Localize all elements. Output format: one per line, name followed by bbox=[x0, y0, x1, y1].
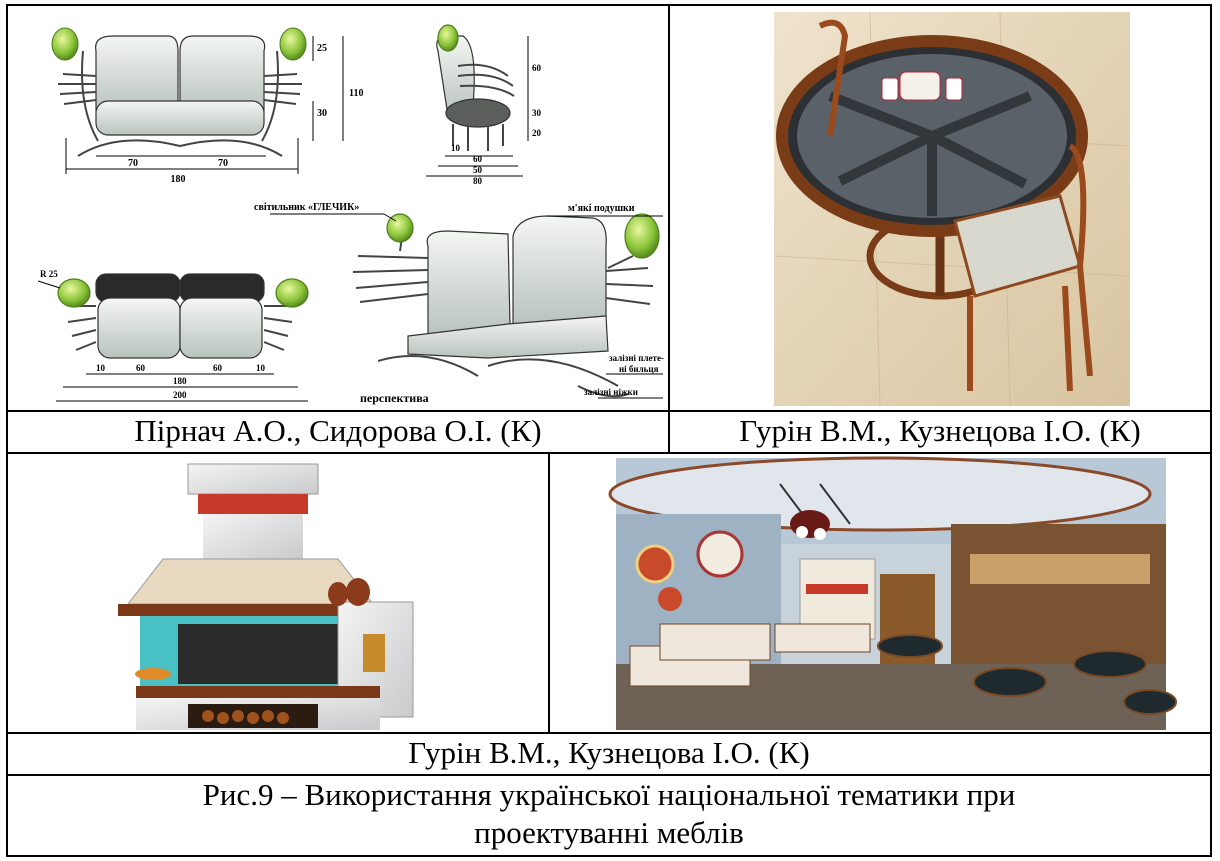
dim-side-60: 60 bbox=[532, 63, 542, 73]
dim-top-10a: 10 bbox=[96, 363, 106, 373]
perspective-view bbox=[352, 213, 660, 398]
caption-right: Гурін В.М., Кузнецова І.О. (К) bbox=[739, 413, 1141, 448]
dim-top-60b: 60 bbox=[213, 363, 223, 373]
label-lamp: світильник «ГЛЕЧИК» bbox=[254, 202, 359, 213]
dim-side-10: 10 bbox=[451, 143, 461, 153]
dim-top-10b: 10 bbox=[256, 363, 266, 373]
border-bottom bbox=[6, 855, 1212, 857]
label-cushions: м'які подушки bbox=[568, 203, 635, 214]
top-view bbox=[57, 273, 309, 359]
front-view bbox=[58, 35, 302, 157]
dim-top-60a: 60 bbox=[136, 363, 146, 373]
dim-side-30: 30 bbox=[532, 108, 542, 118]
dim-side-depth60: 60 bbox=[473, 154, 483, 164]
dim-height: 110 bbox=[349, 88, 363, 99]
caption-row2: Гурін В.М., Кузнецова І.О. (К) bbox=[408, 735, 810, 770]
stove-render-image bbox=[8, 454, 548, 732]
dim-side-50: 50 bbox=[473, 165, 483, 175]
interior-render-image bbox=[550, 454, 1210, 732]
side-view bbox=[436, 24, 515, 151]
border-right bbox=[1210, 4, 1212, 857]
dim-seat: 30 bbox=[317, 108, 327, 119]
divider-col-row1 bbox=[668, 4, 670, 452]
divider-row1-images bbox=[6, 410, 1212, 412]
dim-top-180: 180 bbox=[173, 376, 187, 386]
figure-caption-line1: Рис.9 – Використання української націона… bbox=[202, 777, 1016, 812]
figure-table: 180 70 70 110 25 30 bbox=[6, 4, 1212, 857]
label-rails-1: залізні плете- bbox=[609, 353, 664, 363]
dim-top-200: 200 bbox=[173, 390, 187, 400]
caption-left: Пірнач А.О., Сидорова О.І. (К) bbox=[134, 413, 542, 448]
divider-row2-images bbox=[6, 732, 1212, 734]
border-left bbox=[6, 4, 8, 857]
divider-row2-caption bbox=[6, 774, 1212, 776]
table-render-image bbox=[670, 6, 1210, 410]
dim-front-total: 180 bbox=[171, 174, 186, 185]
lamp-icon bbox=[51, 27, 307, 61]
dim-front-right: 70 bbox=[218, 158, 228, 169]
dim-side-20: 20 bbox=[532, 128, 542, 138]
divider-col-row2 bbox=[548, 452, 550, 732]
dim-front-left: 70 bbox=[128, 158, 138, 169]
figure-caption-line2: проектуванні меблів bbox=[474, 815, 744, 850]
sofa-drawing: 180 70 70 110 25 30 bbox=[8, 6, 668, 410]
dim-side-80: 80 bbox=[473, 176, 483, 186]
border-top bbox=[6, 4, 1212, 6]
label-perspective: перспектива bbox=[360, 391, 429, 405]
label-radius: R 25 bbox=[40, 269, 58, 279]
divider-row1-caption bbox=[6, 452, 1212, 454]
label-legs: залізні ніжки bbox=[584, 387, 638, 397]
label-rails-2: ні бильця bbox=[619, 364, 659, 374]
dim-lamp: 25 bbox=[317, 43, 327, 54]
